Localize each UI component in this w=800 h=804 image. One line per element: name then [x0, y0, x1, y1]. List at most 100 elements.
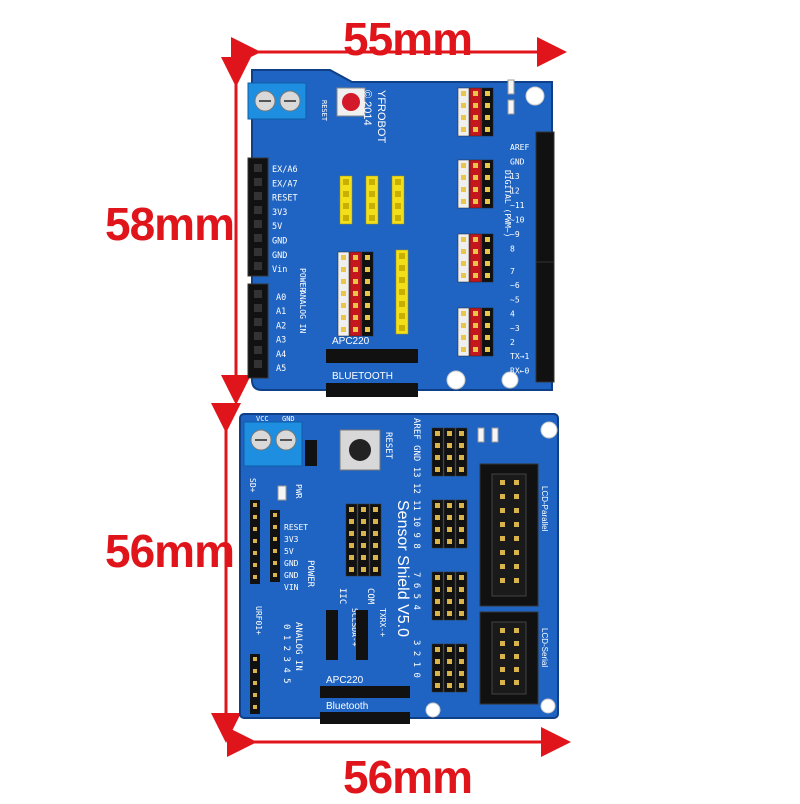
lcd-pin — [500, 564, 505, 569]
lcd-pin — [514, 654, 519, 659]
lcd-pin — [514, 628, 519, 633]
top-digital-pin-label: ~3 — [510, 324, 520, 333]
bottom-lcd-serial-label: LCD-Serial — [540, 628, 549, 667]
top-digital-pin-label: AREF — [510, 143, 529, 152]
top-digital-block — [457, 159, 494, 209]
top-power-section-label: POWER — [298, 268, 307, 292]
top-digital-pin-label: 13 — [510, 172, 520, 181]
top-digital-pin-label: 7 — [510, 267, 515, 276]
top-digital-pin-label: ~5 — [510, 295, 520, 304]
lcd-pin — [514, 480, 519, 485]
lcd-pin — [500, 680, 505, 685]
bottom-digital-header — [431, 427, 468, 477]
mount-hole — [425, 702, 441, 718]
top-analog-pin-label: A3 — [276, 336, 286, 346]
led-l — [507, 79, 515, 95]
top-digital-pin-label: ~9 — [510, 230, 520, 239]
header-pin — [349, 567, 354, 572]
header-pin — [361, 519, 366, 524]
header-pin — [361, 531, 366, 536]
analog-header-column — [357, 503, 370, 577]
header-socket — [254, 318, 262, 326]
dimension-arrows — [211, 37, 571, 757]
bottom-sd-header — [250, 500, 260, 584]
bottom-analog-section-label: ANALOG IN — [293, 622, 303, 671]
top-left-headers — [247, 157, 269, 379]
top-height-label: 58mm — [105, 198, 235, 250]
mount-hole — [501, 371, 519, 389]
top-power-pin-label: Vin — [272, 265, 287, 275]
header-pin — [349, 555, 354, 560]
lcd-pin — [514, 550, 519, 555]
bottom-power-pin-label: GND — [284, 571, 299, 580]
top-digital-pin-label: TX→1 — [510, 352, 529, 361]
top-digital-pin-label: ~10 — [510, 216, 525, 225]
bottom-power-section-label: POWER — [305, 560, 315, 588]
bottom-reset-button — [339, 429, 381, 471]
top-board: RESET YFROBOT © 2014 EX/A6EX/A7RESET3V35… — [247, 69, 555, 397]
lcd-pin — [500, 641, 505, 646]
top-right-headers — [535, 131, 555, 383]
header-pin — [373, 555, 378, 560]
top-digital-pin-label: ~11 — [510, 201, 525, 210]
bottom-sclsda-label: SCLSDA-+ — [350, 608, 359, 647]
header-pin — [349, 507, 354, 512]
pwr-led — [277, 485, 287, 501]
lcd-pin — [500, 550, 505, 555]
top-digital-block — [457, 233, 494, 283]
mount-hole — [540, 421, 558, 439]
bottom-jumper — [305, 440, 317, 466]
bottom-txrx-label: TXRX-+ — [378, 608, 387, 637]
lcd-parallel-connector — [479, 463, 539, 607]
bottom-iic-header — [326, 610, 338, 660]
bottom-led — [477, 427, 485, 443]
bottom-d-row3-label: 3 2 1 0 — [411, 640, 421, 678]
lcd-serial-connector — [479, 611, 539, 705]
top-analog-pin-label: A1 — [276, 307, 286, 317]
bottom-apc220-header — [320, 686, 410, 698]
header-pin — [361, 567, 366, 572]
header-pin — [361, 555, 366, 560]
top-yellow-header — [395, 249, 409, 335]
header-socket — [254, 262, 262, 270]
bottom-pwr-label: PWR — [294, 484, 303, 499]
top-analog-section-label: ANALOG IN — [298, 290, 307, 334]
header-socket — [254, 346, 262, 354]
top-digital-pin-label: RX←0 — [510, 366, 529, 375]
lcd-pin — [514, 667, 519, 672]
lcd-pin — [500, 654, 505, 659]
top-analog-pin-label: A0 — [276, 293, 286, 303]
bottom-com-header — [356, 610, 368, 660]
header-pin — [361, 507, 366, 512]
bottom-iic-label: IIC — [337, 588, 347, 604]
bottom-title: Sensor Shield V5.0 — [394, 500, 411, 637]
top-bluetooth-label: BLUETOOTH — [332, 371, 393, 382]
lcd-pin — [500, 667, 505, 672]
top-digital-block — [457, 307, 494, 357]
header-pin — [373, 567, 378, 572]
lcd-pin — [514, 494, 519, 499]
top-digital-block — [457, 87, 494, 137]
bottom-led — [491, 427, 499, 443]
bottom-reset-label: RESET — [383, 432, 393, 460]
bottom-apc220-label: APC220 — [326, 675, 364, 686]
lcd-pin — [514, 578, 519, 583]
top-apc220-label: APC220 — [332, 336, 370, 347]
top-yellow-header — [339, 175, 353, 225]
lcd-pin — [514, 641, 519, 646]
header-pin — [373, 531, 378, 536]
header-socket — [254, 290, 262, 298]
lcd-pin — [514, 508, 519, 513]
bottom-width-label: 56mm — [343, 751, 473, 803]
bottom-bluetooth-label: Bluetooth — [326, 701, 368, 712]
header-socket — [254, 164, 262, 172]
top-reset-label: RESET — [320, 100, 328, 122]
lcd-pin — [500, 494, 505, 499]
bottom-urf-header — [250, 654, 260, 714]
top-digital-pin-label: GND — [510, 158, 525, 167]
top-power-pin-label: EX/A6 — [272, 165, 298, 175]
lcd-pin — [514, 522, 519, 527]
header-socket — [254, 220, 262, 228]
mount-hole — [446, 370, 466, 390]
top-digital-pin-label: 4 — [510, 310, 515, 319]
